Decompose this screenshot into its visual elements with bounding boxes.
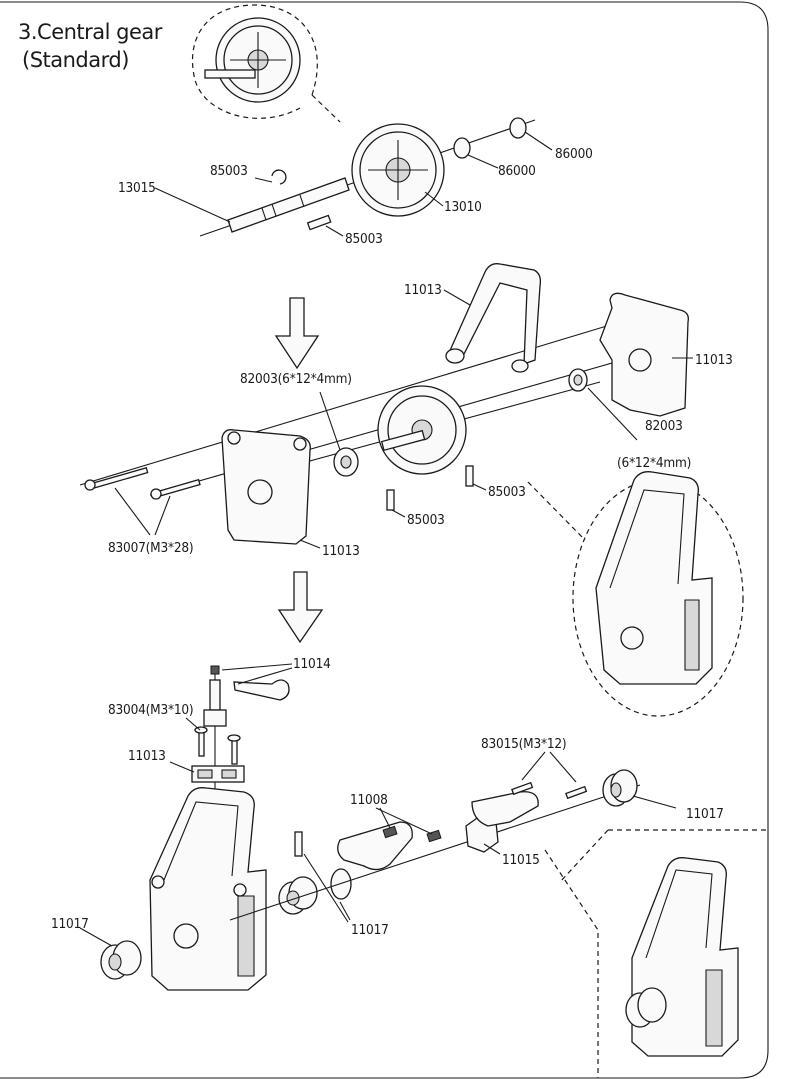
leader-lines-bottom	[79, 663, 677, 947]
pin-85003-c	[386, 489, 395, 511]
mount-post-11014	[203, 665, 290, 727]
center-shaft-13015	[227, 177, 350, 233]
part-label-11013: 11013	[404, 282, 442, 298]
section-title-line2: (Standard)	[22, 48, 129, 72]
slipper-axis	[229, 784, 641, 921]
spur-gear-13010	[351, 123, 445, 217]
part-label-86000: 86000	[555, 146, 593, 162]
mount-block-11013	[191, 765, 245, 783]
spur-gear-assembly	[377, 385, 467, 475]
part-label-82003: 82003(6*12*4mm)	[240, 371, 352, 387]
e-clip-85003	[271, 169, 287, 185]
down-arrow-icon-2	[277, 571, 324, 644]
part-label-83004: 83004(M3*10)	[108, 702, 194, 718]
washer-86000-b	[509, 117, 527, 139]
gearbox-assembly	[149, 787, 267, 991]
bearing-11017-left	[100, 940, 142, 980]
spring-11008	[382, 825, 442, 843]
part-label-85003: 85003	[407, 512, 445, 528]
bearing-11017-mid	[278, 868, 352, 915]
shaft-axes-mid	[79, 321, 641, 496]
pin-vertical	[294, 831, 303, 857]
part-label-11008: 11008	[350, 792, 388, 808]
detail-bubble-right	[527, 471, 744, 717]
section-title-line1: 3.Central gear	[18, 20, 162, 44]
bearing-11017-right	[602, 769, 638, 807]
part-label-11013: 11013	[128, 748, 166, 764]
washer-86000-a	[453, 137, 471, 159]
screw-83004-b	[227, 734, 241, 765]
part-label-bearing-size: (6*12*4mm)	[617, 455, 692, 471]
screw-83007-a	[84, 467, 149, 491]
part-label-86000: 86000	[498, 163, 536, 179]
down-arrow-icon	[274, 297, 320, 370]
part-label-13015: 13015	[118, 180, 156, 196]
part-label-11017: 11017	[51, 916, 89, 932]
section-title: 3.Central gear (Standard)	[18, 18, 162, 74]
pin-85003-d	[465, 465, 474, 487]
part-label-85003: 85003	[345, 231, 383, 247]
part-label-11014: 11014	[293, 656, 331, 672]
part-label-11013: 11013	[322, 543, 360, 559]
screw-83007-b	[150, 478, 201, 500]
part-label-11015: 11015	[502, 852, 540, 868]
part-label-85003: 85003	[210, 163, 248, 179]
screw-83004-a	[194, 726, 208, 757]
screw-83015-b	[565, 785, 588, 800]
detail-view-bottom	[544, 829, 768, 1078]
part-label-83007: 83007(M3*28)	[108, 540, 194, 556]
housing-left-11013	[221, 429, 311, 545]
frame-stand-11013	[445, 263, 542, 373]
bearing-82003-left	[333, 447, 359, 477]
pin-85003	[306, 214, 332, 231]
bearing-82003-right	[568, 368, 588, 392]
part-label-85003: 85003	[488, 484, 526, 500]
leader-lines-mid	[114, 289, 693, 549]
detail-bubble-top	[191, 4, 341, 123]
page-border	[0, 1, 769, 1079]
link-plate	[471, 791, 539, 827]
part-label-11017: 11017	[686, 806, 724, 822]
part-label-11013: 11013	[695, 352, 733, 368]
part-label-13010: 13010	[444, 199, 482, 215]
part-label-82003: 82003	[645, 418, 683, 434]
part-label-11017: 11017	[351, 922, 389, 938]
plate-11008	[337, 821, 413, 871]
housing-right-11013	[599, 292, 689, 417]
leader-lines-top	[154, 131, 553, 237]
screw-83015-a	[511, 781, 534, 796]
part-label-83015: 83015(M3*12)	[481, 736, 567, 752]
